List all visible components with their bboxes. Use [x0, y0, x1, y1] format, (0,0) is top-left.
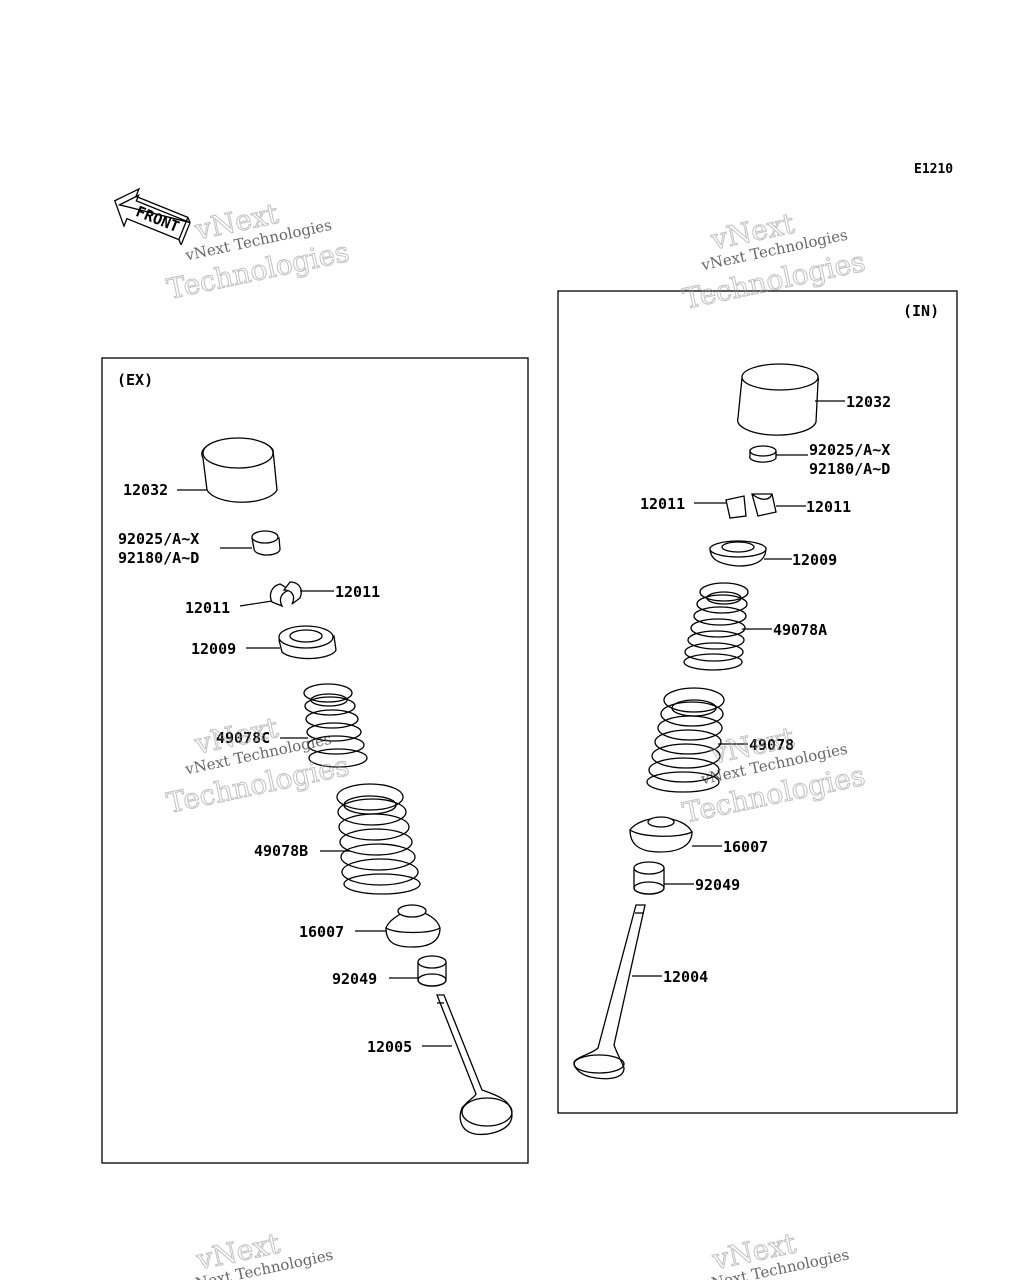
intake-lifter	[737, 363, 820, 436]
exhaust-spring-seat	[385, 904, 441, 948]
intake-label-retainer: 12009	[792, 551, 837, 569]
front-arrow-icon: FRONT	[113, 187, 191, 246]
intake-label-valve: 12004	[663, 968, 708, 986]
intake-cotter	[725, 493, 777, 519]
exhaust-label-valve: 12005	[367, 1038, 412, 1056]
exhaust-panel-title: (EX)	[117, 371, 153, 389]
intake-panel: (IN) 12032 92025/A~X 92180/A~D 12011 120…	[557, 290, 958, 1114]
watermark-bottom-left: vNext vNext Technologies	[184, 1226, 334, 1280]
intake-spring-seat	[629, 816, 693, 853]
exhaust-label-shim-a: 92025/A~X	[118, 530, 199, 548]
watermark-top-right: vNext vNext Technologies Technologies	[679, 206, 868, 316]
exhaust-label-cotter-right: 12011	[335, 583, 380, 601]
intake-retainer	[709, 540, 767, 567]
exhaust-label-spring-seat: 16007	[299, 923, 344, 941]
exhaust-lifter	[201, 437, 278, 503]
exhaust-label-shim-b: 92180/A~D	[118, 549, 199, 567]
intake-label-outer-spring: 49078	[749, 736, 794, 754]
exhaust-label-retainer: 12009	[191, 640, 236, 658]
intake-label-shim-b: 92180/A~D	[809, 460, 890, 478]
intake-label-inner-spring: 49078A	[773, 621, 827, 639]
intake-label-spring-seat: 16007	[723, 838, 768, 856]
exhaust-outer-spring	[336, 783, 421, 895]
exhaust-label-cotter-left: 12011	[185, 599, 230, 617]
exhaust-valve	[436, 994, 513, 1136]
exhaust-retainer	[278, 625, 337, 660]
exhaust-label-lifter: 12032	[123, 481, 168, 499]
intake-valve	[573, 904, 646, 1080]
intake-label-shim-a: 92025/A~X	[809, 441, 890, 459]
intake-outer-spring	[646, 687, 725, 793]
intake-shim	[749, 445, 777, 463]
intake-label-cotter-right: 12011	[806, 498, 851, 516]
exhaust-panel: (EX) 12032 92025/A~X 92180/A~D 12011 120…	[101, 357, 529, 1164]
watermark-mid-left: vNext vNext Technologies Technologies	[163, 710, 352, 820]
intake-label-lifter: 12032	[846, 393, 891, 411]
watermark-bottom-right: vNext vNext Technologies	[700, 1226, 850, 1280]
exhaust-shim	[251, 530, 281, 556]
exhaust-label-outer-spring: 49078B	[254, 842, 308, 860]
exhaust-cotter	[269, 581, 302, 608]
intake-label-stem-seal: 92049	[695, 876, 740, 894]
watermark-top-left: vNext vNext Technologies Technologies	[163, 196, 352, 306]
exhaust-stem-seal	[417, 955, 447, 987]
exhaust-label-stem-seal: 92049	[332, 970, 377, 988]
exhaust-label-inner-spring: 49078C	[216, 729, 270, 747]
exhaust-inner-spring	[303, 683, 368, 768]
intake-panel-title: (IN)	[903, 302, 939, 320]
intake-stem-seal	[633, 861, 665, 895]
intake-label-cotter-left: 12011	[640, 495, 685, 513]
diagram-reference-code: E1210	[914, 162, 953, 177]
intake-inner-spring	[683, 582, 749, 671]
